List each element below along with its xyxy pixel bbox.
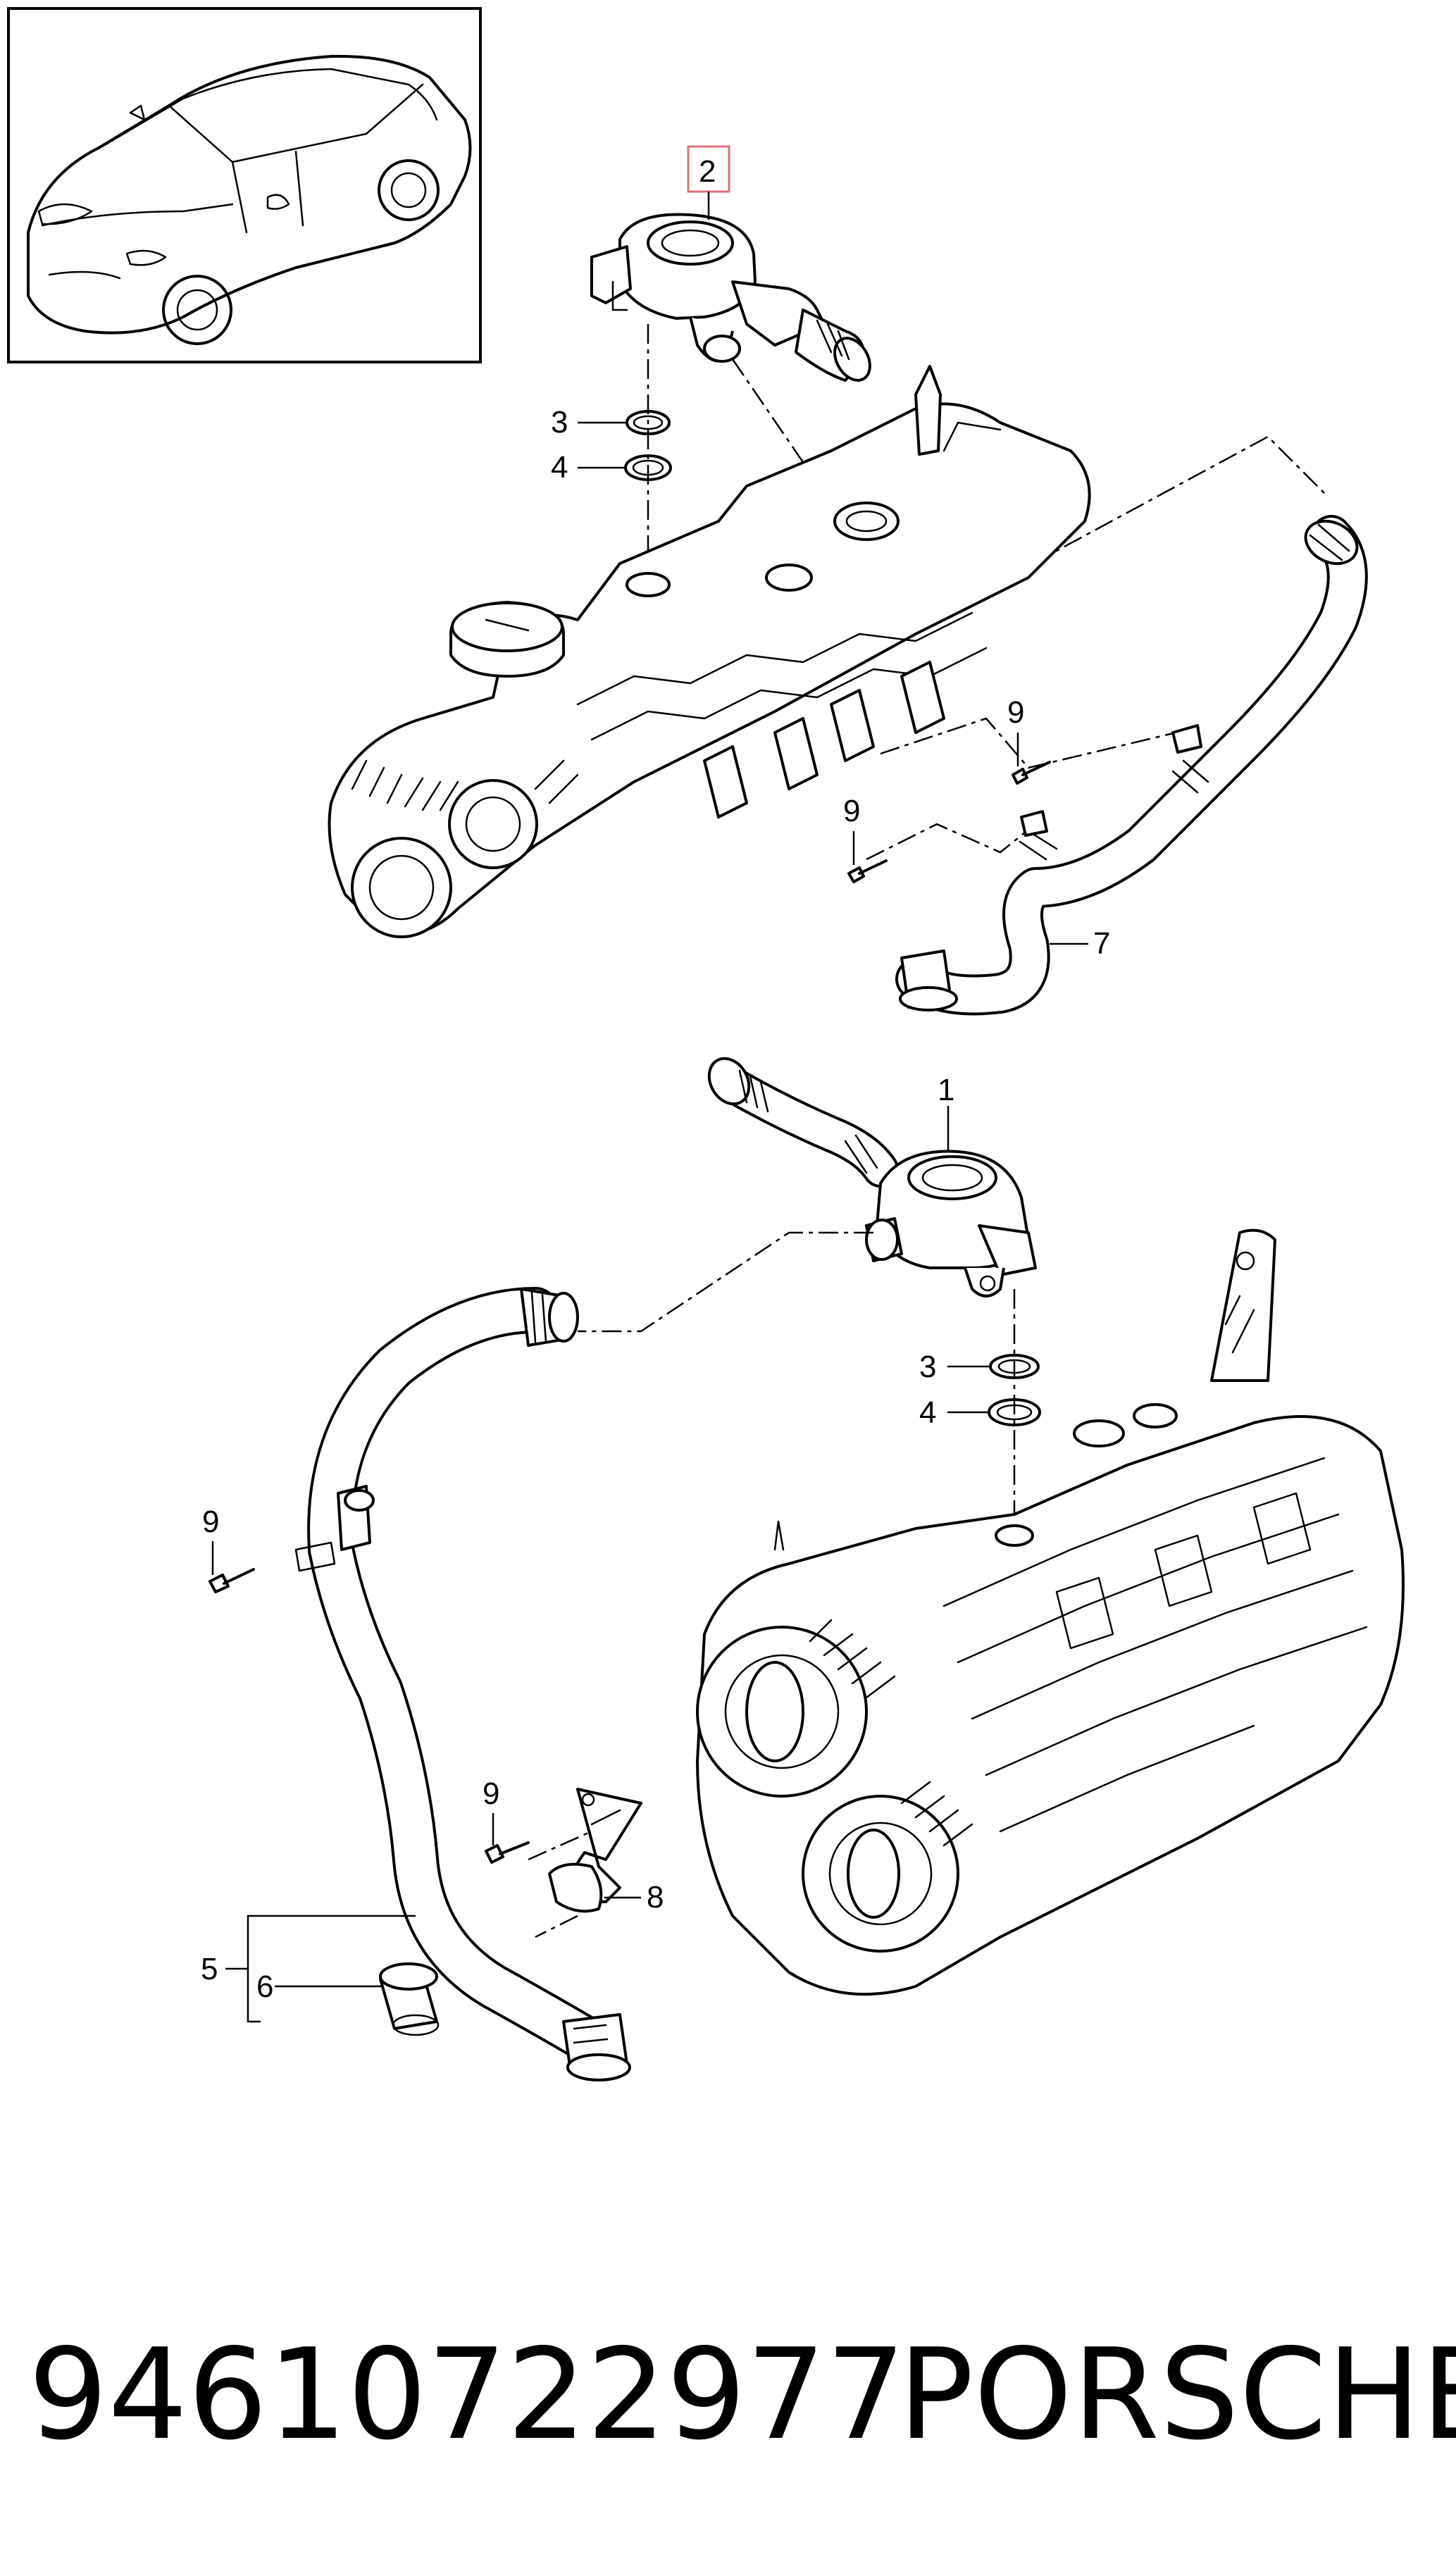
callout-label-5: 5 — [201, 1952, 218, 1986]
vehicle-thumbnail — [7, 7, 482, 363]
bolt-lower-1 — [209, 1541, 255, 1593]
brand-name: PORSCHE — [898, 2322, 1456, 2467]
callout-label-8: 8 — [647, 1880, 664, 1914]
part-number: 94610722977 — [28, 2322, 906, 2467]
engine-cover-upper — [328, 365, 1091, 938]
callout-label-3-upper: 3 — [551, 405, 568, 440]
callout-label-4-upper: 4 — [551, 450, 568, 485]
bracket-8 — [548, 1788, 642, 1913]
hose-5 — [294, 1287, 631, 2081]
engine-cover-lower — [696, 1228, 1405, 1996]
callout-label-1: 1 — [938, 1073, 954, 1107]
callout-box-2 — [687, 145, 730, 193]
callout-label-7: 7 — [1093, 926, 1110, 961]
hose-7 — [895, 515, 1368, 1016]
callout-label-9-upper-a: 9 — [1007, 695, 1024, 730]
callout-label-6: 6 — [256, 1969, 273, 2004]
callout-label-9-upper-b: 9 — [843, 794, 860, 828]
cap-6 — [379, 1962, 440, 2036]
callout-label-9-lower-a: 9 — [202, 1505, 219, 1539]
callout-label-9-lower-b: 9 — [483, 1776, 499, 1811]
breather-valve-upper — [590, 213, 871, 382]
bolt-lower-2 — [485, 1813, 530, 1864]
seal-rings-lower — [947, 1354, 1041, 1426]
seal-rings-upper — [578, 410, 672, 481]
callout-label-3-lower: 3 — [919, 1350, 936, 1384]
bolt-upper-1 — [1012, 733, 1051, 785]
breather-valve-lower — [707, 1057, 1037, 1297]
callout-label-4-lower: 4 — [919, 1395, 936, 1430]
callout-label-2: 2 — [699, 154, 716, 189]
bolt-upper-2 — [847, 831, 888, 883]
